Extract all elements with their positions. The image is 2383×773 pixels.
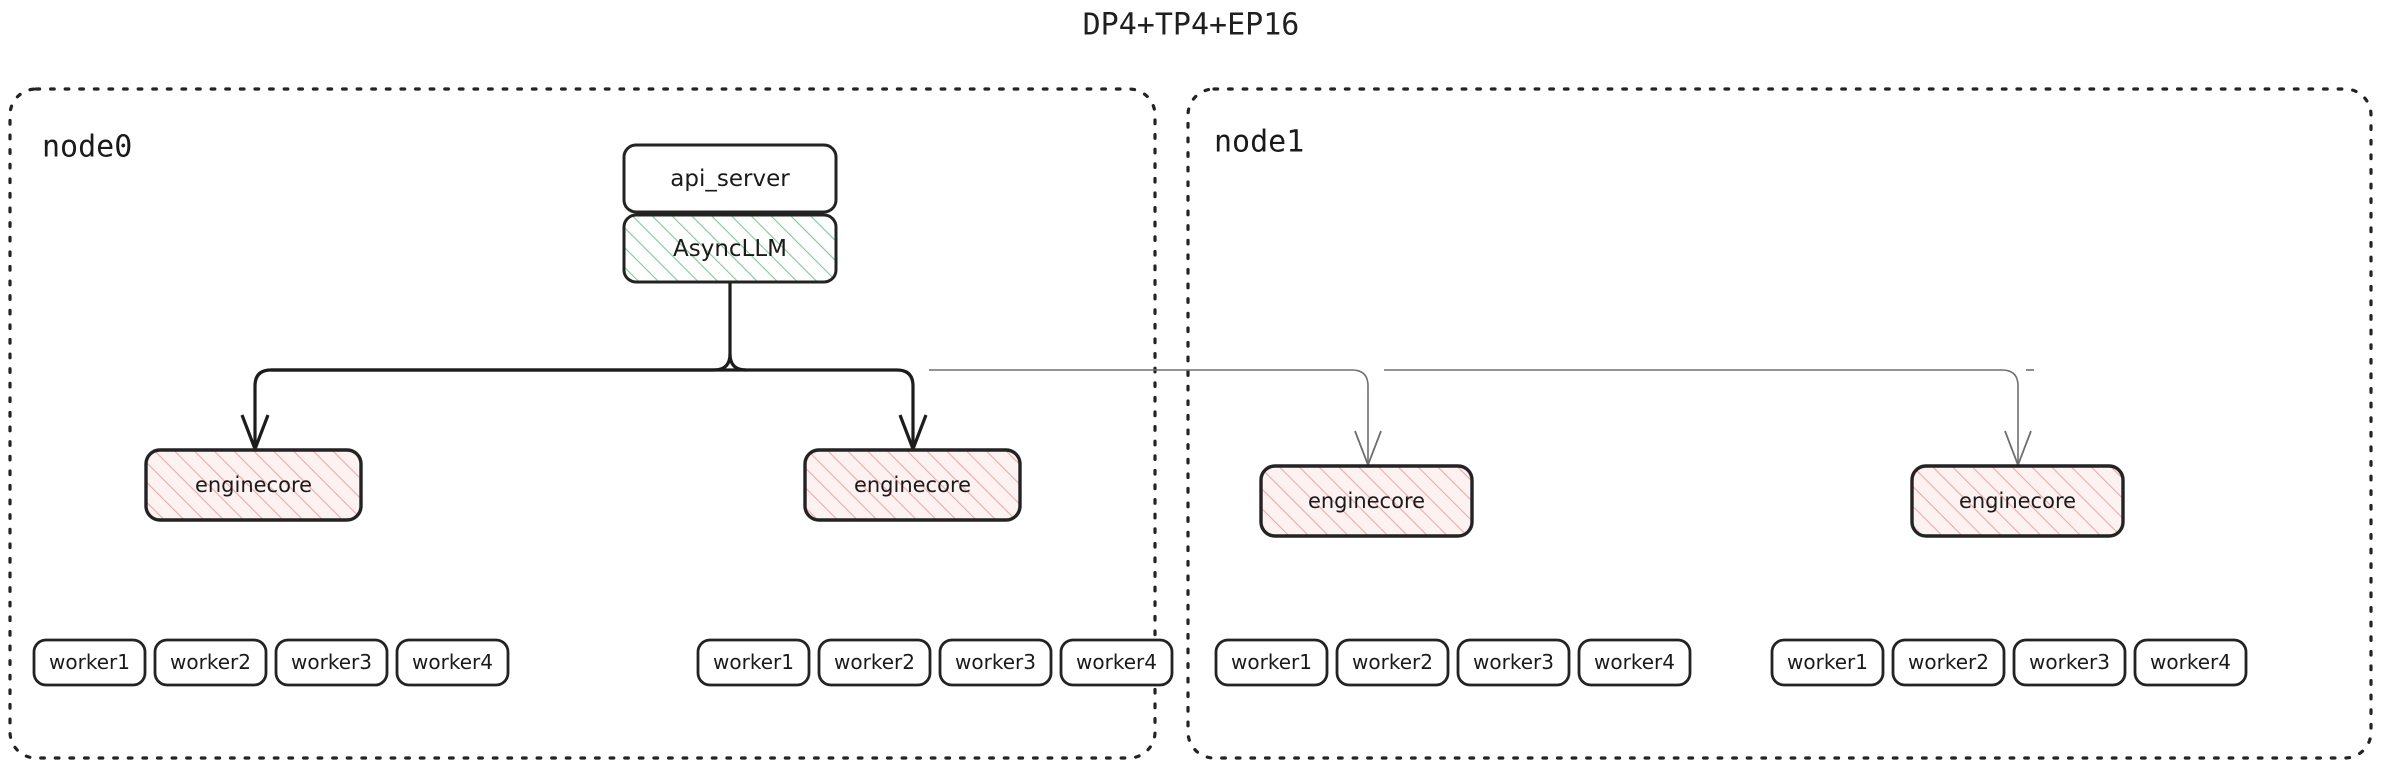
async_llm-label: AsyncLLM [673,236,787,262]
node-container-node0 [8,87,1157,760]
page-title: DP4+TP4+EP16 [1083,8,1300,43]
worker-label-node1-0-0: worker1 [1231,650,1312,674]
worker-box-node1-1-3[interactable] [2133,638,2248,687]
worker-box-node1-0-2[interactable] [1456,638,1571,687]
worker-label-node1-1-1: worker2 [1908,650,1989,674]
worker-box-node0-1-1[interactable] [817,638,932,687]
enginecore-label-node1-1: enginecore [1959,489,2076,513]
worker-box-node0-0-3[interactable] [395,638,510,687]
enginecore-label-node0-0: enginecore [195,473,312,497]
worker-label-node0-1-1: worker2 [834,650,915,674]
worker-box-node0-0-0[interactable] [32,638,147,687]
node-frames: node0 node1 [8,87,2373,760]
worker-box-node0-1-0[interactable] [696,638,811,687]
enginecore-box-node0-0[interactable] [144,448,363,522]
connector-branch-0 [253,368,272,449]
worker-label-node0-0-1: worker2 [170,650,251,674]
connector-branch-2 [1351,369,1369,465]
worker-label-node0-1-3: worker4 [1076,650,1157,674]
worker-label-node1-1-2: worker3 [2029,650,2110,674]
worker-label-node1-0-1: worker2 [1352,650,1433,674]
worker-box-node0-0-2[interactable] [274,638,389,687]
api_server-box[interactable] [622,143,838,214]
worker-box-node1-0-0[interactable] [1214,638,1329,687]
worker-label-node0-1-0: worker1 [713,650,794,674]
worker-box-node0-1-2[interactable] [938,638,1053,687]
connector-branch-1 [896,368,915,449]
connector-stem-join [713,353,732,372]
worker-label-node1-1-3: worker4 [2150,650,2231,674]
api_server-label: api_server [670,166,790,192]
worker-box-node0-0-1[interactable] [153,638,268,687]
worker-label-node0-1-2: worker3 [955,650,1036,674]
worker-box-node0-1-3[interactable] [1059,638,1174,687]
connector-branch-3 [2001,369,2019,465]
worker-label-node0-0-0: worker1 [49,650,130,674]
enginecore-label-node0-1: enginecore [854,473,971,497]
node-label-node1: node1 [1214,125,1304,160]
worker-box-node1-1-1[interactable] [1891,638,2006,687]
worker-label-node1-1-0: worker1 [1787,650,1868,674]
worker-label-node0-0-2: worker3 [291,650,372,674]
enginecore-label-node1-0: enginecore [1308,489,1425,513]
worker-boxes: worker1 worker2 worker3 worker4 worker1 worke… [32,638,2248,687]
worker-label-node1-0-2: worker3 [1473,650,1554,674]
worker-box-node1-0-3[interactable] [1577,638,1692,687]
worker-box-node1-1-0[interactable] [1770,638,1885,687]
node-label-node0: node0 [42,130,132,165]
worker-label-node1-0-3: worker4 [1594,650,1675,674]
worker-box-node1-1-2[interactable] [2012,638,2127,687]
worker-box-node1-0-1[interactable] [1335,638,1450,687]
async_llm-box[interactable] [622,213,838,284]
enginecore-box-node0-1[interactable] [803,448,1022,522]
enginecore-box-node1-1[interactable] [1910,464,2125,538]
connector-stem [728,282,747,372]
node-container-node1 [1186,87,2373,760]
connector-edges [240,282,2034,468]
enginecore-box-node1-0[interactable] [1259,464,1474,538]
worker-label-node0-0-3: worker4 [412,650,493,674]
